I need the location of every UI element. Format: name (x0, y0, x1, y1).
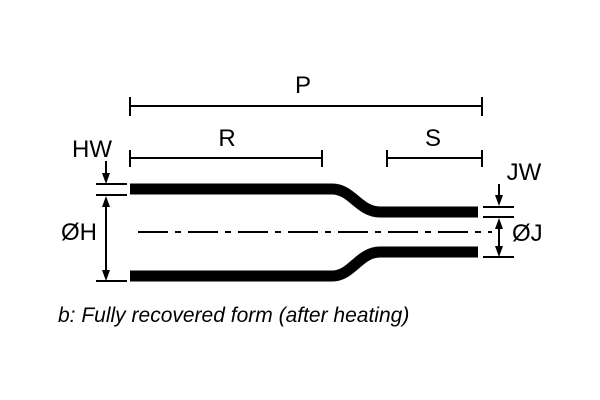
diagram-caption: b: Fully recovered form (after heating) (58, 304, 409, 327)
dim-small-section-s: S (386, 125, 483, 167)
tube-top-wall (130, 183, 478, 218)
oj-down-arrowhead (495, 246, 503, 257)
dim-large-wall-thickness-hw: HW (72, 136, 127, 196)
dim-small-wall-thickness-jw: JW (483, 159, 542, 218)
label-p: P (295, 72, 311, 99)
label-s: S (425, 125, 441, 152)
dim-large-section-r: R (129, 125, 323, 167)
label-r: R (218, 125, 235, 152)
tube-outline (130, 183, 492, 282)
label-jw: JW (507, 159, 542, 186)
oj-up-arrowhead (495, 218, 503, 229)
jw-down-arrowhead (495, 195, 503, 206)
dim-overall-length-p: P (129, 72, 483, 116)
label-hw: HW (72, 136, 112, 163)
oh-down-arrowhead (102, 270, 110, 281)
dim-small-diameter-j: ØJ (483, 218, 543, 258)
tube-bottom-wall (130, 246, 478, 282)
oh-up-arrowhead (102, 196, 110, 207)
dim-large-diameter-h: ØH (61, 196, 127, 282)
hw-down-arrowhead (102, 173, 110, 184)
label-oh: ØH (61, 219, 97, 246)
label-oj: ØJ (512, 220, 543, 247)
